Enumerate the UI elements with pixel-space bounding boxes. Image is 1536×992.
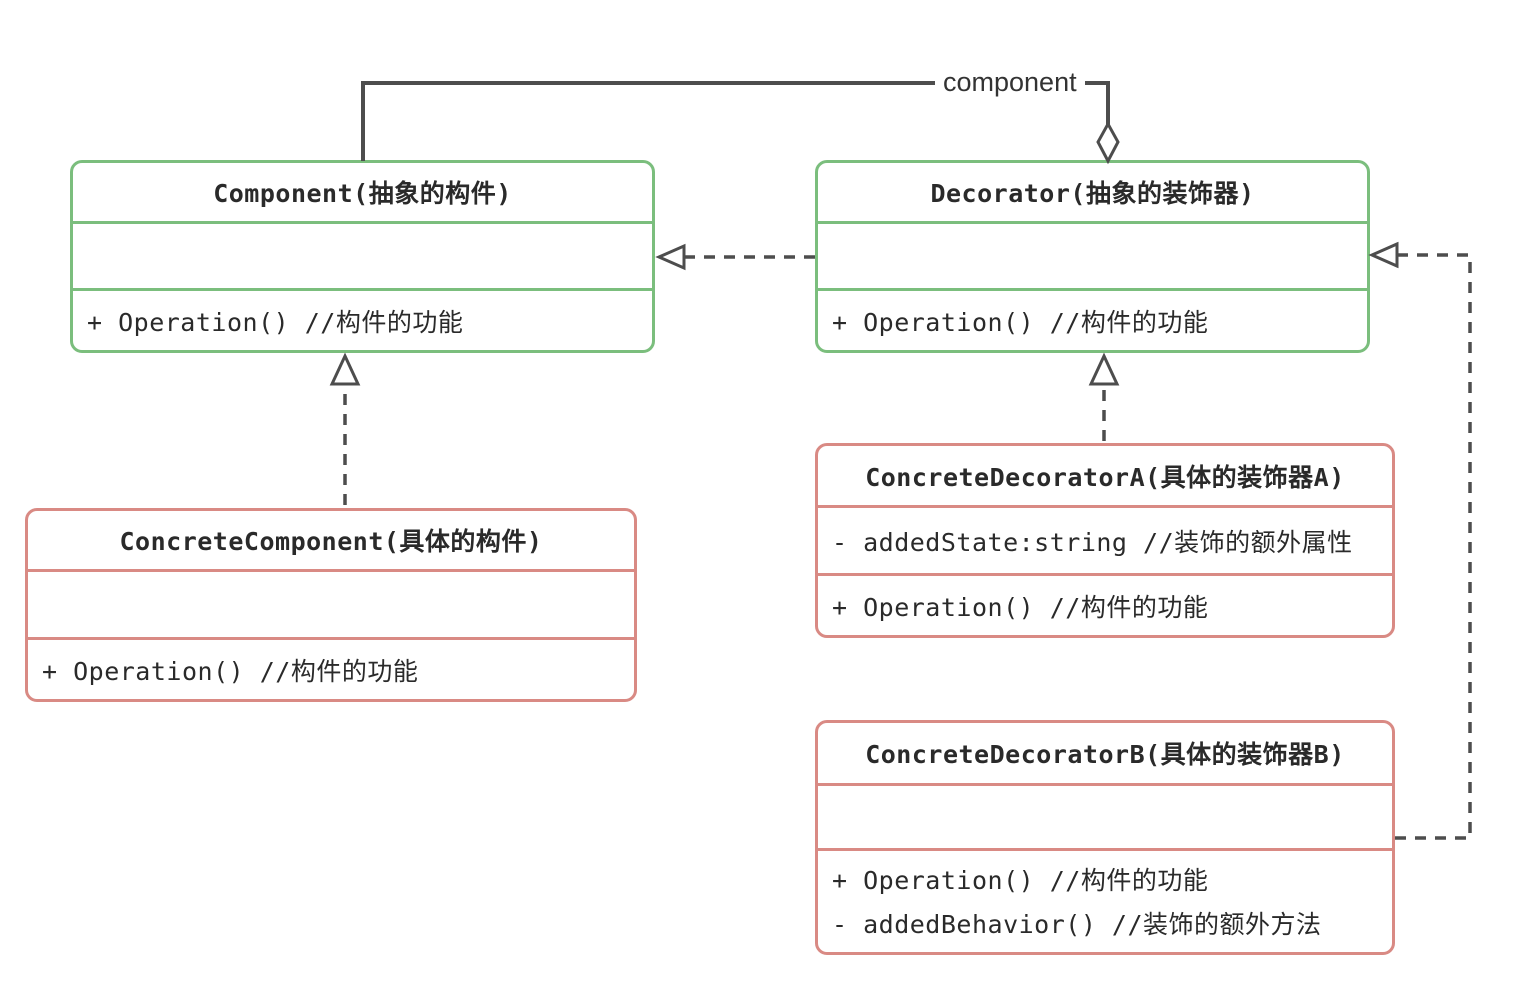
method-decorator-operation: + Operation() //构件的功能 [818,288,1367,350]
method-concrete-decorator-b-operation: + Operation() //构件的功能 [832,866,1209,895]
realization-triangle-icon-decorator [1088,352,1120,386]
attributes-section-concrete-decorator-b [818,783,1392,848]
method-concrete-decorator-b-added-behavior: - addedBehavior() //装饰的额外方法 [832,910,1322,939]
method-concrete-decorator-a-operation: + Operation() //构件的功能 [818,573,1392,635]
dependency-arrow-icon-right [1368,241,1399,269]
class-title-decorator: Decorator(抽象的装饰器) [930,179,1255,208]
class-title-component: Component(抽象的构件) [213,179,512,208]
class-box-concrete-decorator-b: ConcreteDecoratorB(具体的装饰器B) + Operation(… [815,720,1395,955]
class-box-decorator: Decorator(抽象的装饰器) + Operation() //构件的功能 [815,160,1370,353]
methods-section-concrete-decorator-b: + Operation() //构件的功能 - addedBehavior() … [818,848,1392,952]
method-concrete-component-operation: + Operation() //构件的功能 [28,637,634,699]
method-component-operation: + Operation() //构件的功能 [73,288,652,350]
class-title-concrete-component: ConcreteComponent(具体的构件) [119,527,543,556]
class-title-concrete-decorator-b: ConcreteDecoratorB(具体的装饰器B) [865,740,1345,769]
class-box-concrete-decorator-a: ConcreteDecoratorA(具体的装饰器A) - addedState… [815,443,1395,638]
attributes-section-component [73,221,652,288]
realization-triangle-icon-component [329,352,361,386]
attributes-section-concrete-component [28,569,634,637]
class-title-concrete-decorator-a: ConcreteDecoratorA(具体的装饰器A) [865,462,1345,492]
aggregation-role-label: component [935,64,1085,100]
class-box-component: Component(抽象的构件) + Operation() //构件的功能 [70,160,655,353]
dependency-line-concrete-decorator-b [1395,253,1472,840]
class-box-concrete-component: ConcreteComponent(具体的构件) + Operation() /… [25,508,637,702]
attribute-concrete-decorator-a-added-state: - addedState:string //装饰的额外属性 [818,505,1392,573]
attributes-section-decorator [818,221,1367,288]
dependency-arrow-icon-left [655,243,686,271]
aggregation-diamond-icon [1096,120,1120,165]
